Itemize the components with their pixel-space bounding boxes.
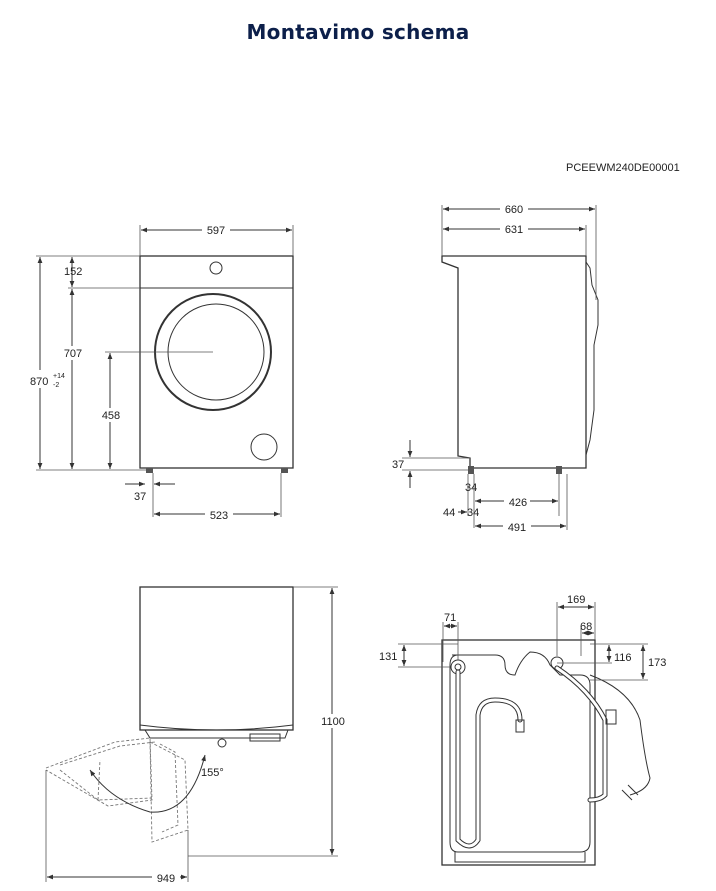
dim-back-offset-label: 44 (443, 507, 455, 519)
dim-foot-width-label: 34 (465, 482, 477, 494)
door-angle-arc (89, 754, 206, 813)
dim-depth-body-label: 631 (505, 224, 523, 236)
power-plug (605, 709, 617, 725)
dim-height-tol-minus: -2 (53, 382, 59, 389)
dim-total-depth-label: 1100 (321, 716, 345, 728)
door-opening-view: 155° 1100 949 (45, 586, 348, 885)
dim-door-clearance-label: 949 (157, 873, 175, 885)
side-foot-rear (556, 466, 562, 474)
power-cable (589, 674, 651, 796)
top-view-cabinet (139, 586, 294, 731)
front-view: 597 152 707 870 +14 -2 458 37 523 (28, 222, 294, 522)
dim-panel-height-label: 707 (64, 348, 82, 360)
dim-drain-y-label: 116 (614, 652, 632, 664)
dim-foot-offset-label: 37 (134, 491, 146, 503)
dim-top-offset-label: 152 (64, 266, 82, 278)
dim-feet-distance-label: 523 (210, 510, 228, 522)
open-door-outline (45, 737, 153, 807)
dim-cable-y-label: 173 (648, 657, 666, 669)
dim-cable-x-label: 68 (580, 621, 592, 633)
front-foot-left (146, 468, 153, 473)
dim-width-label: 597 (207, 225, 225, 237)
dim-door-angle-label: 155° (201, 767, 224, 779)
side-view: 660 631 37 34 426 44 34 491 (392, 201, 599, 534)
back-view: 71 131 169 68 116 173 (379, 594, 666, 866)
dim-door-height-label: 458 (102, 410, 120, 422)
back-panel-recess (449, 651, 591, 853)
front-foot-right (281, 468, 288, 473)
back-cabinet (441, 639, 596, 866)
front-cabinet (139, 255, 294, 469)
door-swing-outline (149, 741, 189, 843)
dim-side-feet-distance-label: 426 (509, 497, 527, 509)
dim-inlet-x-label: 71 (444, 612, 456, 624)
dim-height-label: 870 (30, 376, 48, 388)
model-code: PCEEWM240DE00001 (566, 162, 680, 174)
drawer-knob (209, 261, 223, 275)
dim-drain-x-label: 169 (567, 594, 585, 606)
dim-height-tol-plus: +14 (53, 373, 65, 380)
dim-side-foot-height-label: 37 (392, 459, 404, 471)
side-foot-front (468, 466, 474, 474)
filter-cover (250, 433, 278, 461)
dim-base-depth-label: 491 (508, 522, 526, 534)
dim-depth-total-label: 660 (505, 204, 523, 216)
dim-front-offset-label: 34 (467, 507, 479, 519)
side-door-profile (585, 261, 599, 456)
dim-inlet-y-label: 131 (379, 651, 397, 663)
page-title: Montavimo schema (246, 20, 470, 44)
side-cabinet (441, 255, 587, 469)
